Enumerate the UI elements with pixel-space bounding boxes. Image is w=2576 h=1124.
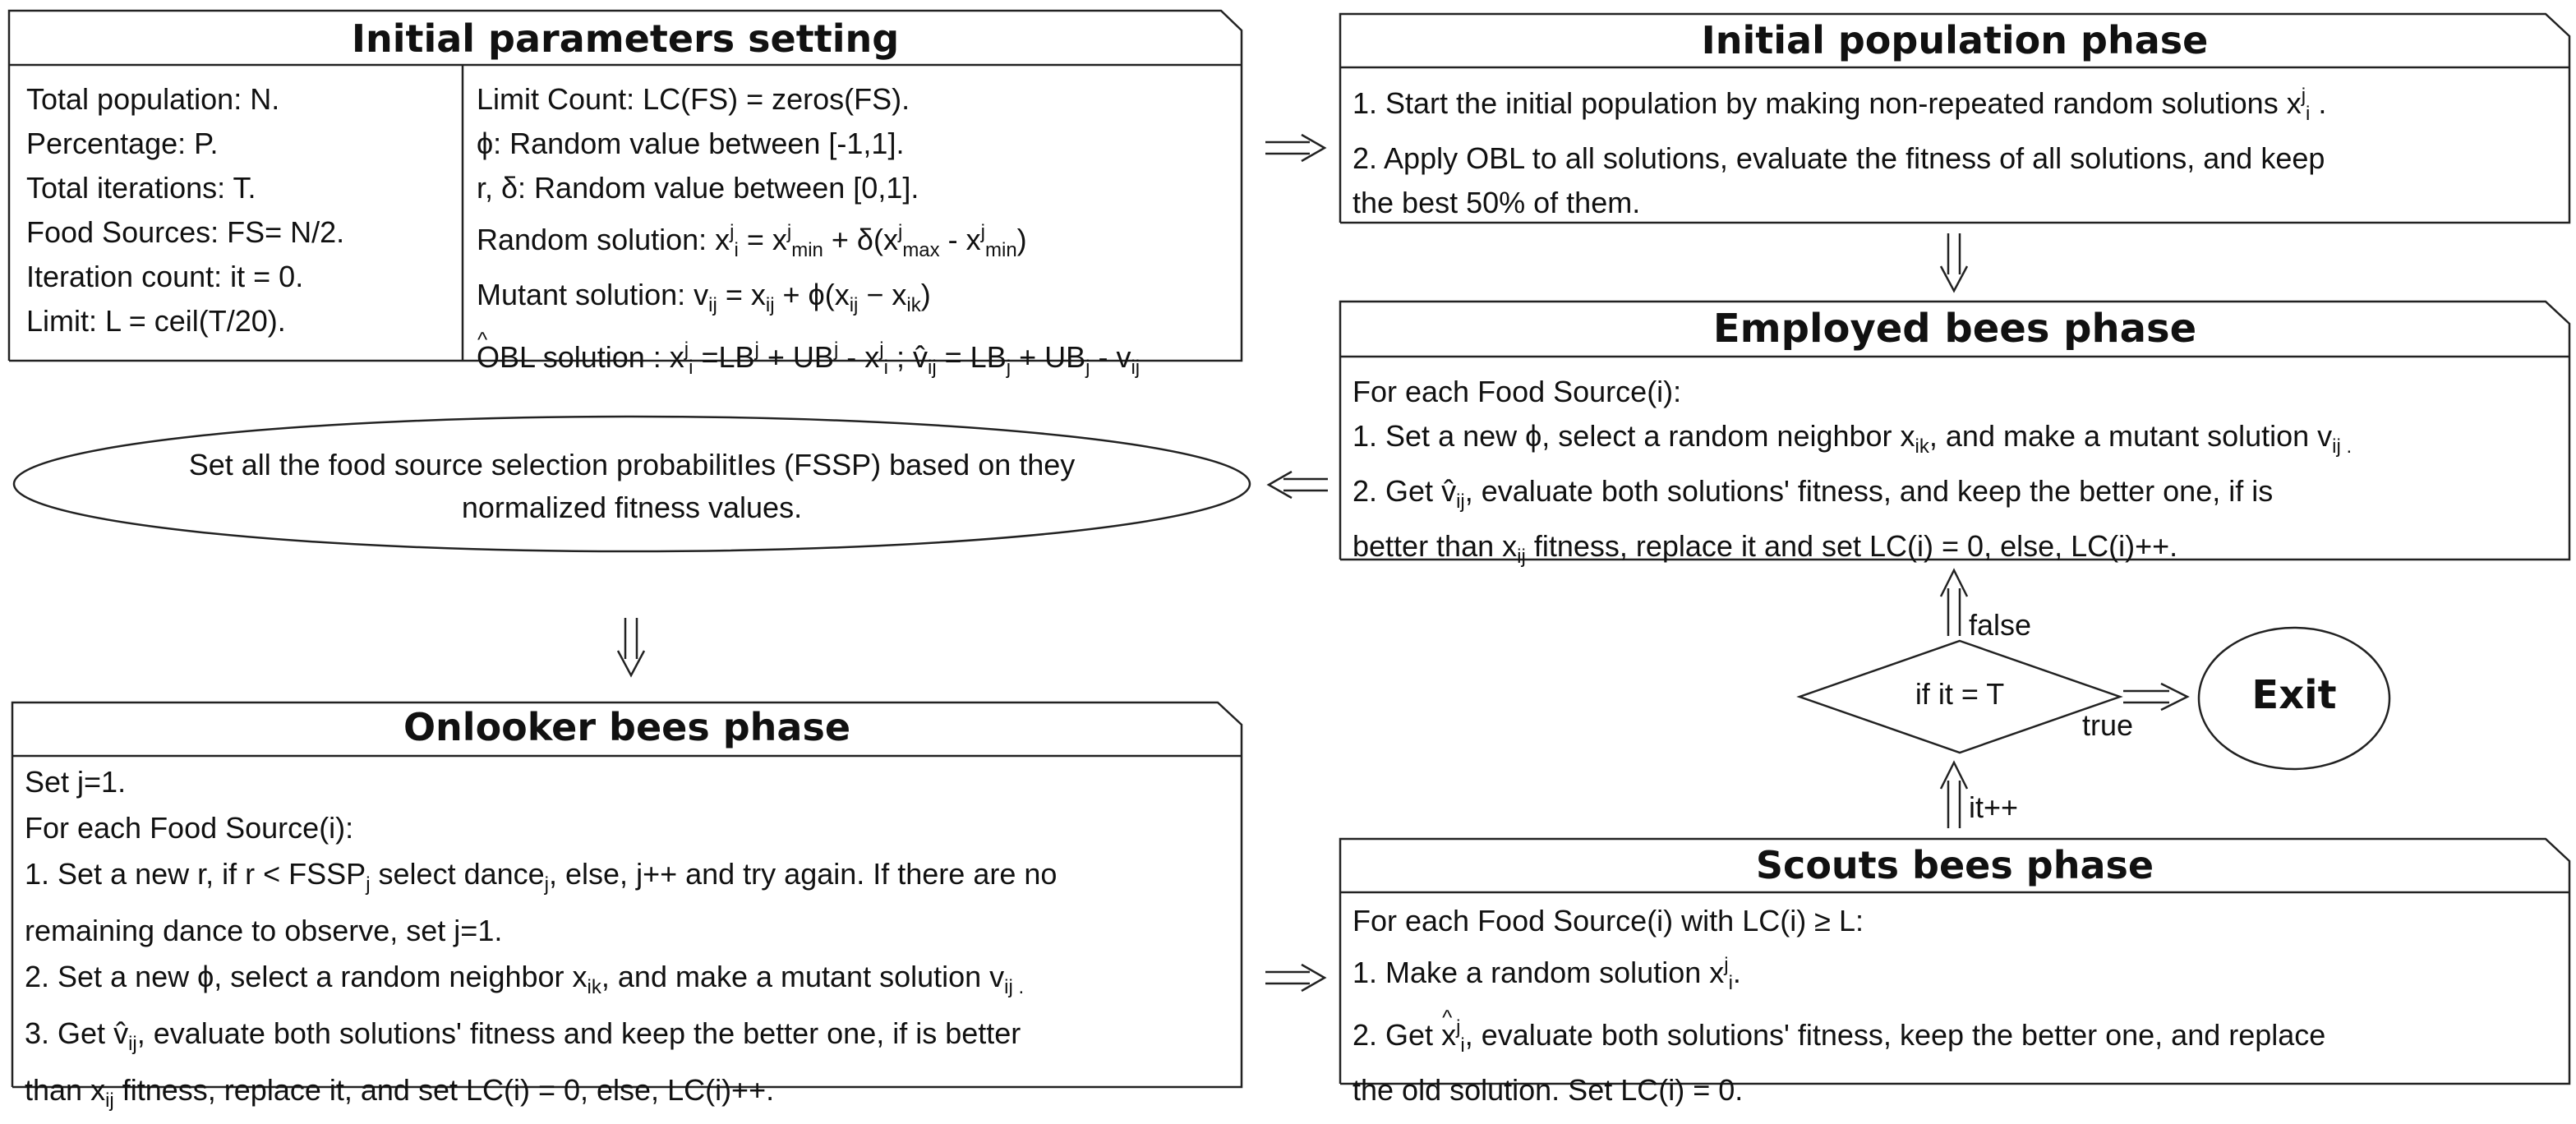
param-r-delta: r, δ: Random value between [0,1]. bbox=[477, 171, 919, 205]
param-obl-solution: OBL solution : xji =LBj + UBj - xji ; v̂… bbox=[477, 317, 1140, 390]
onlooker-bees-title: Onlooker bees phase bbox=[403, 705, 851, 749]
scouts-bees-title: Scouts bees phase bbox=[1755, 843, 2154, 887]
param-random-solution: Random solution: xji = xjmin + δ(xjmax -… bbox=[477, 221, 1027, 261]
decision-text: if it = T bbox=[1915, 677, 2005, 711]
arrow-employed-to-fssp bbox=[1266, 470, 1328, 500]
initial-parameters-right: Limit Count: LC(FS) = zeros(FS). ϕ: Rand… bbox=[477, 77, 1140, 390]
it-increment-label: it++ bbox=[1969, 790, 2019, 824]
initial-parameters-frame bbox=[7, 9, 1243, 362]
arrow-decision-to-exit bbox=[2123, 682, 2190, 712]
param-phi: ϕ: Random value between [-1,1]. bbox=[477, 127, 905, 160]
param-total-population: Total population: N. bbox=[26, 82, 280, 116]
param-food-sources: Food Sources: FS= N/2. bbox=[26, 215, 345, 249]
employed-bees-title: Employed bees phase bbox=[1712, 306, 2197, 352]
initial-population-text: 1. Start the initial population by makin… bbox=[1353, 85, 2327, 219]
employed-bees-text: For each Food Source(i): 1. Set a new ϕ,… bbox=[1353, 375, 2353, 568]
scouts-bees-frame bbox=[1339, 837, 2571, 1085]
param-percentage: Percentage: P. bbox=[26, 127, 219, 160]
exit-text: Exit bbox=[2251, 672, 2337, 718]
param-iteration-count: Iteration count: it = 0. bbox=[26, 260, 304, 293]
arrow-population-to-employed bbox=[1939, 233, 1969, 293]
initial-population-frame bbox=[1339, 12, 2571, 224]
initial-population-title: Initial population phase bbox=[1701, 18, 2209, 62]
exit-ellipse: Exit bbox=[2197, 626, 2391, 771]
initial-parameters-box: Initial parameters setting Total populat… bbox=[7, 9, 1243, 379]
employed-bees-frame bbox=[1339, 300, 2571, 561]
param-mutant-solution: Mutant solution: vij = xij + ϕ(xij − xik… bbox=[477, 278, 931, 316]
onlooker-bees-frame bbox=[11, 701, 1243, 1089]
arrow-onlooker-to-scouts bbox=[1265, 963, 1327, 993]
fssp-text: Set all the food source selection probab… bbox=[188, 448, 1076, 524]
param-limit-count: Limit Count: LC(FS) = zeros(FS). bbox=[477, 82, 910, 116]
arrow-decision-to-employed bbox=[1939, 568, 1969, 636]
decision-diamond: if it = T bbox=[1796, 639, 2123, 754]
onlooker-bees-box: Onlooker bees phase Set j=1. For each Fo… bbox=[11, 701, 1243, 1112]
initial-parameters-left: Total population: N. Percentage: P. Tota… bbox=[26, 77, 344, 343]
true-label: true bbox=[2082, 708, 2134, 742]
fssp-ellipse: Set all the food source selection probab… bbox=[12, 414, 1252, 554]
false-label: false bbox=[1969, 608, 2032, 642]
arrow-fssp-to-onlooker bbox=[616, 618, 646, 678]
param-total-iterations: Total iterations: T. bbox=[26, 171, 256, 205]
initial-parameters-title: Initial parameters setting bbox=[351, 16, 900, 61]
param-limit: Limit: L = ceil(T/20). bbox=[26, 304, 286, 338]
arrow-params-to-population bbox=[1265, 133, 1327, 163]
scouts-bees-text: For each Food Source(i) with LC(i) ≥ L: … bbox=[1353, 899, 2325, 1112]
arrow-scouts-to-decision bbox=[1939, 760, 1969, 828]
scouts-bees-box: Scouts bees phase For each Food Source(i… bbox=[1339, 837, 2571, 1107]
initial-population-box: Initial population phase 1. Start the in… bbox=[1339, 12, 2571, 224]
employed-bees-box: Employed bees phase For each Food Source… bbox=[1339, 300, 2571, 568]
onlooker-bees-text: Set j=1. For each Food Source(i): 1. Set… bbox=[25, 765, 1058, 1112]
